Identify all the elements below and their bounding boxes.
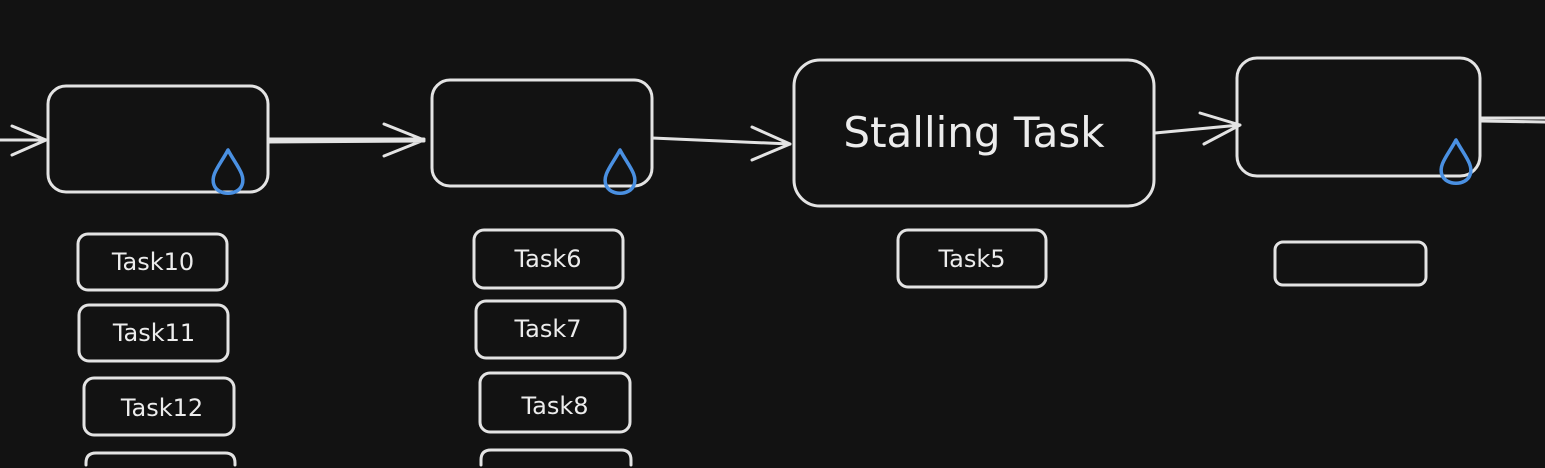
task-card-partial[interactable] bbox=[84, 451, 237, 467]
svg-text:Task8: Task8 bbox=[520, 392, 588, 420]
svg-text:Task5: Task5 bbox=[937, 245, 1005, 273]
svg-text:Task6: Task6 bbox=[513, 245, 581, 273]
arrow-out-of-stage-4 bbox=[1479, 116, 1545, 124]
stage-label-stalling: Stalling Task bbox=[843, 108, 1105, 157]
task-card-task8[interactable]: Task8 bbox=[478, 371, 632, 434]
svg-text:Task7: Task7 bbox=[513, 315, 581, 343]
arrow-stage-2-to-3 bbox=[650, 125, 792, 162]
water-drop-icon bbox=[603, 148, 637, 195]
stage-box-2[interactable] bbox=[430, 78, 654, 188]
task-card-task12[interactable]: Task12 bbox=[82, 376, 236, 437]
svg-text:Task10: Task10 bbox=[111, 248, 194, 276]
water-drop-icon bbox=[211, 148, 245, 195]
stage-box-stalling[interactable] bbox=[792, 58, 1156, 208]
stage-box-1[interactable] bbox=[46, 84, 270, 194]
arrow-stage-3-to-4 bbox=[1153, 111, 1242, 146]
task-card-task7[interactable]: Task7 bbox=[474, 299, 627, 360]
task-card-task5[interactable]: Task5 bbox=[896, 228, 1048, 289]
svg-text:Task12: Task12 bbox=[120, 394, 203, 422]
task-card-task6[interactable]: Task6 bbox=[472, 228, 625, 290]
svg-text:Task11: Task11 bbox=[112, 319, 195, 347]
arrow-stage-1-to-2 bbox=[266, 122, 426, 158]
stage-box-4[interactable] bbox=[1235, 56, 1482, 178]
task-card-task10[interactable]: Task10 bbox=[76, 232, 229, 292]
water-drop-icon bbox=[1439, 138, 1473, 185]
task-card-partial[interactable] bbox=[479, 448, 633, 467]
task-card-empty[interactable] bbox=[1273, 240, 1428, 287]
arrow-into-stage-1 bbox=[0, 124, 48, 157]
task-card-task11[interactable]: Task11 bbox=[77, 303, 230, 363]
